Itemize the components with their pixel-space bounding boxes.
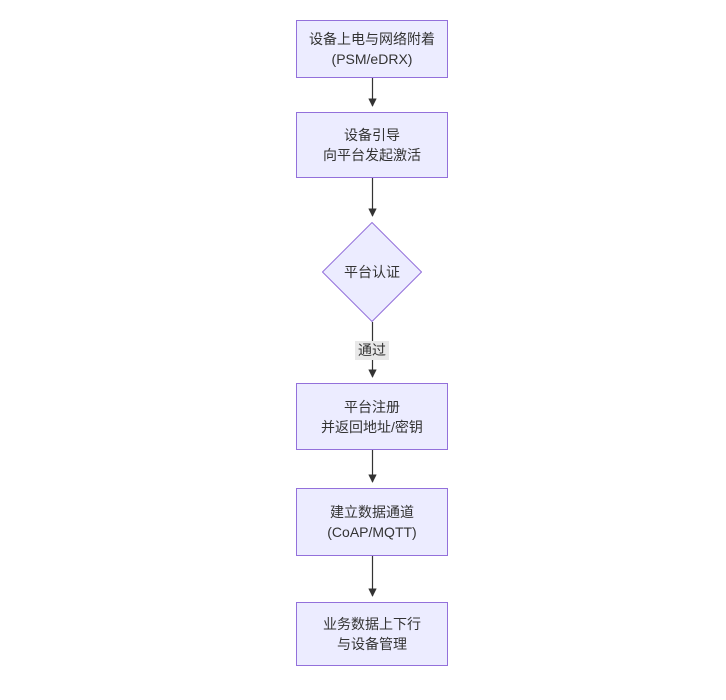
- node-service-data: 业务数据上下行 与设备管理: [296, 602, 448, 666]
- node-service-data-line2: 与设备管理: [337, 636, 407, 652]
- edge-label-pass: 通过: [355, 341, 389, 360]
- diamond-shape: [322, 222, 422, 322]
- node-bootstrap-line1: 设备引导: [344, 127, 400, 143]
- node-register-line1: 平台注册: [344, 398, 400, 415]
- node-data-channel: 建立数据通道 (CoAP/MQTT): [296, 488, 448, 556]
- node-data-channel-line1: 建立数据通道: [330, 504, 414, 520]
- node-service-data-line1: 业务数据上下行: [323, 616, 421, 632]
- node-power-attach-line2: (PSM/eDRX): [331, 51, 413, 67]
- node-platform-auth-label: 平台认证: [344, 264, 400, 280]
- node-bootstrap-line2: 向平台发起激活: [323, 147, 421, 163]
- diamond-polygon: [322, 222, 422, 322]
- node-bootstrap: 设备引导 向平台发起激活: [296, 112, 448, 178]
- node-data-channel-line2: (CoAP/MQTT): [327, 524, 417, 540]
- node-platform-auth: 平台认证: [322, 222, 422, 322]
- node-register-line2: 并返回地址/密钥: [321, 418, 423, 435]
- node-register: 平台注册 并返回地址/密钥: [296, 383, 448, 450]
- node-power-attach: 设备上电与网络附着 (PSM/eDRX): [296, 20, 448, 78]
- node-power-attach-line1: 设备上电与网络附着: [309, 31, 435, 47]
